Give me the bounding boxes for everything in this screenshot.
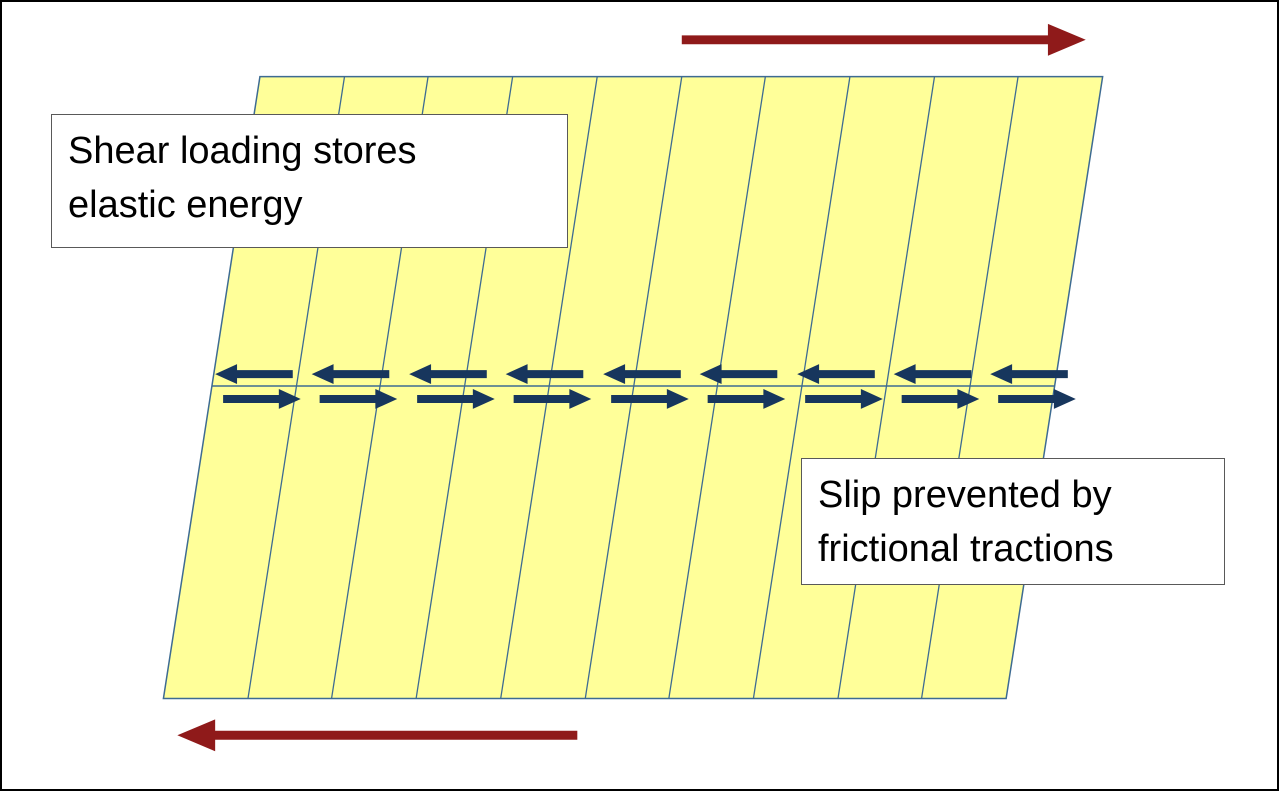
shear-loading-label-line2: elastic energy bbox=[68, 183, 303, 226]
shear-grid-lines bbox=[247, 76, 1019, 699]
slip-prevented-label-line1: Slip prevented by bbox=[818, 474, 1112, 516]
grid-line bbox=[500, 76, 598, 699]
slip-prevented-label-line2: frictional tractions bbox=[818, 527, 1114, 570]
shear-loading-label: Shear loading stores elastic energy bbox=[51, 114, 568, 248]
slip-prevented-label: Slip prevented by frictional tractions bbox=[801, 458, 1225, 585]
grid-line bbox=[668, 76, 766, 699]
grid-line bbox=[584, 76, 683, 699]
shear-loading-label-line1: Shear loading stores bbox=[68, 130, 417, 172]
bottom-shear-arrow-icon bbox=[177, 719, 578, 752]
grid-line bbox=[920, 76, 1019, 699]
grid-line bbox=[837, 76, 936, 699]
top-shear-arrow-icon bbox=[681, 23, 1086, 56]
grid-line bbox=[752, 76, 851, 699]
